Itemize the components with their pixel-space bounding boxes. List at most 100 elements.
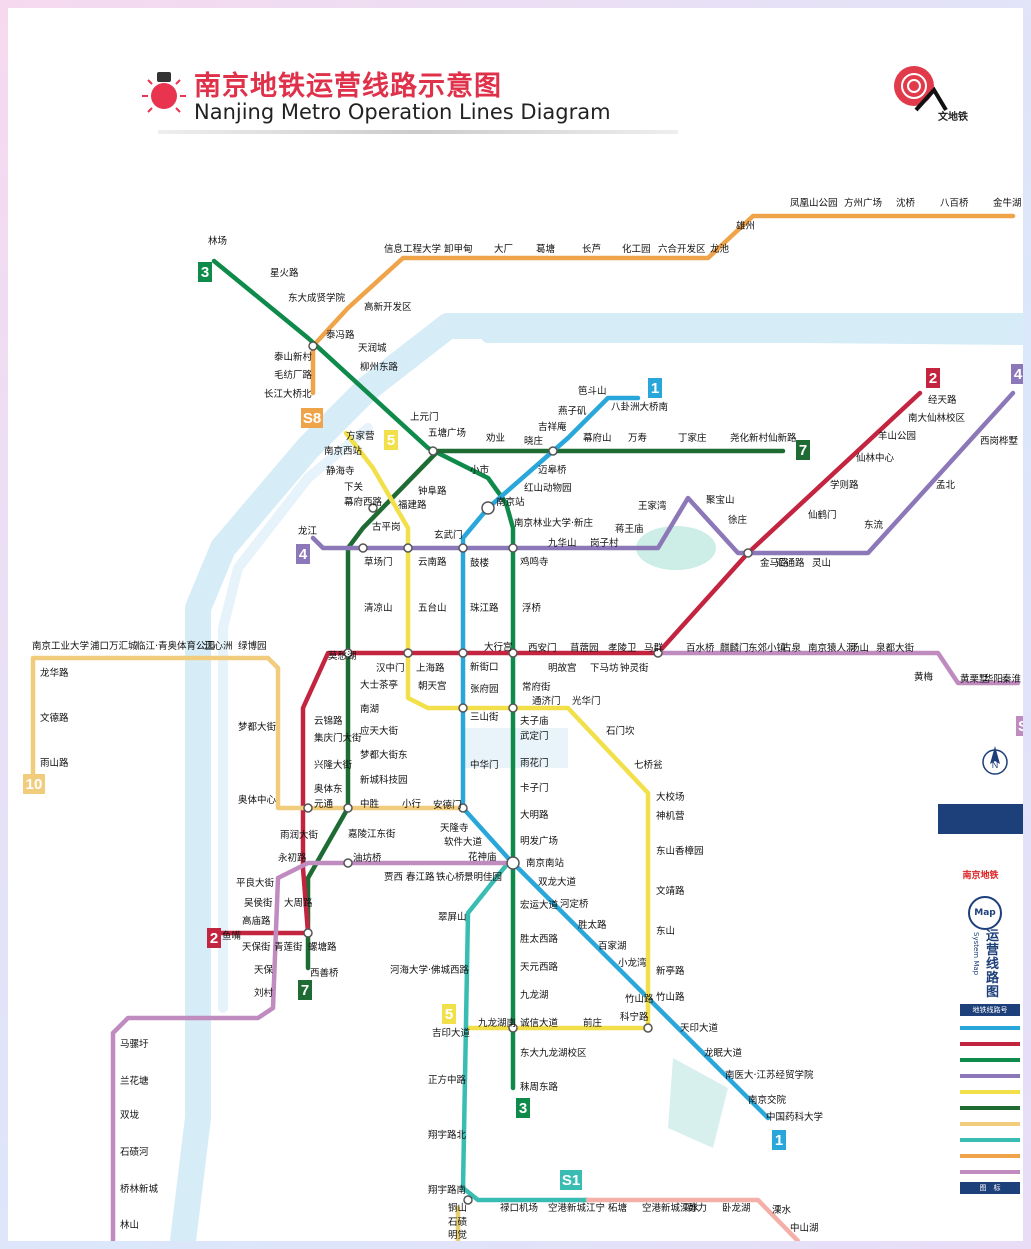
station-label[interactable]: 高新开发区 xyxy=(364,301,412,313)
station-label[interactable]: 下马坊 xyxy=(590,662,619,674)
station-label[interactable]: 雨花门 xyxy=(520,757,549,769)
station-label[interactable]: 胜太西路 xyxy=(520,933,559,945)
station-label[interactable]: 竹山路 xyxy=(656,991,685,1003)
station-label[interactable]: 化工园 xyxy=(622,243,651,255)
station-label[interactable]: 天润城 xyxy=(358,342,387,354)
station-label[interactable]: 明发广场 xyxy=(520,835,558,847)
station-label[interactable]: 大行宫 xyxy=(484,641,513,653)
station-label[interactable]: 龙池 xyxy=(710,243,730,255)
station-label[interactable]: 汤山 xyxy=(850,643,869,654)
station-label[interactable]: 清凉山 xyxy=(364,602,393,614)
station-label[interactable]: 刘村 xyxy=(254,987,274,999)
station-label[interactable]: 莫愁湖 xyxy=(328,650,357,662)
line-badge-S8[interactable]: S8 xyxy=(301,408,323,428)
station-label[interactable]: 龙眠大道 xyxy=(704,1047,743,1059)
station-label[interactable]: 钟灵街 xyxy=(620,662,649,674)
station-label[interactable]: 小市 xyxy=(470,464,490,476)
station-label[interactable]: 卡子门 xyxy=(520,782,549,794)
station-label[interactable]: 经天路 xyxy=(928,394,957,406)
station-label[interactable]: 徐庄 xyxy=(728,514,748,526)
station-label[interactable]: 石门坎 xyxy=(606,725,635,737)
station-label[interactable]: 五塘广场 xyxy=(428,427,466,439)
station-label[interactable]: 张府园 xyxy=(470,683,499,695)
station-label[interactable]: 光华门 xyxy=(572,695,601,707)
station-label[interactable]: 通济门 xyxy=(532,695,561,707)
station-label[interactable]: 空港新城江宁 xyxy=(548,1202,605,1214)
line-badge-1[interactable]: 1 xyxy=(772,1130,786,1150)
station-label[interactable]: 武定门 xyxy=(520,730,549,742)
station-label[interactable]: 嘉陵江东街 xyxy=(348,828,396,840)
station-label[interactable]: 翔宇路北 xyxy=(428,1129,467,1141)
station-label[interactable]: 鸡鸣寺 xyxy=(520,556,549,568)
line-badge-5[interactable]: 5 xyxy=(384,430,398,450)
station-label[interactable]: 岗子村 xyxy=(590,537,619,549)
station-label[interactable]: 永初路 xyxy=(278,852,307,864)
station-label[interactable]: 静海寺 xyxy=(326,465,355,477)
station-label[interactable]: 羊山公园 xyxy=(878,430,916,442)
line-badge-4[interactable]: 4 xyxy=(1011,364,1023,384)
station-label[interactable]: 朝天宫 xyxy=(418,680,447,692)
station-label[interactable]: 浮桥 xyxy=(522,602,542,614)
station-label[interactable]: 上海路 xyxy=(416,662,445,674)
station-label[interactable]: 泰山新村 xyxy=(274,351,313,363)
station-label[interactable]: 东大九龙湖校区 xyxy=(520,1047,587,1059)
station-label[interactable]: 八百桥 xyxy=(940,197,969,209)
station-label[interactable]: 马骡圩 xyxy=(120,1038,149,1050)
station-label[interactable]: 软件大道 xyxy=(444,836,483,848)
station-label[interactable]: 万寿 xyxy=(628,432,647,444)
station-label[interactable]: 苜蓿园 xyxy=(570,642,599,654)
station-label[interactable]: 南京林业大学·新庄 xyxy=(514,517,594,529)
line-badge-10[interactable]: 10 xyxy=(23,774,45,794)
station-label[interactable]: 华阳 xyxy=(984,673,1003,685)
line-badge-5[interactable]: 5 xyxy=(442,1004,456,1024)
station-label[interactable]: 兰花塘 xyxy=(120,1075,149,1087)
station-label[interactable]: 五台山 xyxy=(418,602,447,614)
station-label[interactable]: 仙新路 xyxy=(768,432,797,444)
station-label[interactable]: 柘塘 xyxy=(608,1202,628,1214)
station-label[interactable]: 麒麟门 xyxy=(720,642,749,654)
station-label[interactable]: 吉印大道 xyxy=(432,1027,471,1039)
station-label[interactable]: 南京西站 xyxy=(324,445,363,457)
station-label[interactable]: 翠屏山 xyxy=(438,912,467,923)
station-label[interactable]: 秣周东路 xyxy=(520,1081,559,1093)
station-label[interactable]: 上元门 xyxy=(410,411,439,423)
station-label[interactable]: 诚信大道 xyxy=(520,1017,559,1029)
station-label[interactable]: 花神庙 xyxy=(468,851,497,863)
station-label[interactable]: 新亭路 xyxy=(656,965,685,977)
station-label[interactable]: 贾西 xyxy=(384,872,403,883)
line-badge-3[interactable]: 3 xyxy=(198,262,212,282)
station-label[interactable]: 禄口机场 xyxy=(500,1202,538,1214)
station-label[interactable]: 神机营 xyxy=(656,810,685,822)
station-label[interactable]: 常府街 xyxy=(522,681,551,693)
station-label[interactable]: 油坊桥 xyxy=(353,852,382,864)
station-label[interactable]: 高庙路 xyxy=(242,915,271,927)
station-label[interactable]: 鼓楼 xyxy=(470,557,490,569)
station-label[interactable]: 雨山路 xyxy=(40,757,69,769)
station-label[interactable]: 卸甲甸 xyxy=(444,243,473,255)
station-label[interactable]: 雄州 xyxy=(736,220,755,232)
station-label[interactable]: 东大成贤学院 xyxy=(288,292,346,304)
station-label[interactable]: 宏运大道 xyxy=(520,899,559,911)
station-label[interactable]: 天元西路 xyxy=(520,961,559,973)
station-label[interactable]: 幕府山 xyxy=(583,432,612,444)
station-label[interactable]: 中国药科大学 xyxy=(766,1111,823,1123)
station-label[interactable]: 南京南站 xyxy=(526,857,565,869)
station-label[interactable]: 天保 xyxy=(254,964,274,976)
station-label[interactable]: 马群 xyxy=(644,642,664,654)
station-label[interactable]: 东郊小镇 xyxy=(748,642,787,654)
station-label[interactable]: 九龙湖南 xyxy=(478,1017,516,1029)
station-label[interactable]: 天保街 xyxy=(242,941,271,953)
station-label[interactable]: 长江大桥北 xyxy=(264,388,312,400)
station-label[interactable]: 临江·青奥体育公园 xyxy=(136,640,215,652)
line-badge-7[interactable]: 7 xyxy=(298,980,312,1000)
station-label[interactable]: 汇通路 xyxy=(776,557,805,569)
station-label[interactable]: 河海大学·佛城西路 xyxy=(390,964,470,976)
station-label[interactable]: 大校场 xyxy=(656,791,685,803)
station-label[interactable]: 金马路 xyxy=(760,557,789,569)
station-label[interactable]: 中山湖 xyxy=(790,1222,819,1234)
station-label[interactable]: 应天大街 xyxy=(360,725,399,737)
station-label[interactable]: 蒋王庙 xyxy=(615,523,644,535)
station-label[interactable]: 文靖路 xyxy=(656,885,685,897)
station-label[interactable]: 螺塘路 xyxy=(308,941,337,953)
station-label[interactable]: 六合开发区 xyxy=(658,243,706,255)
